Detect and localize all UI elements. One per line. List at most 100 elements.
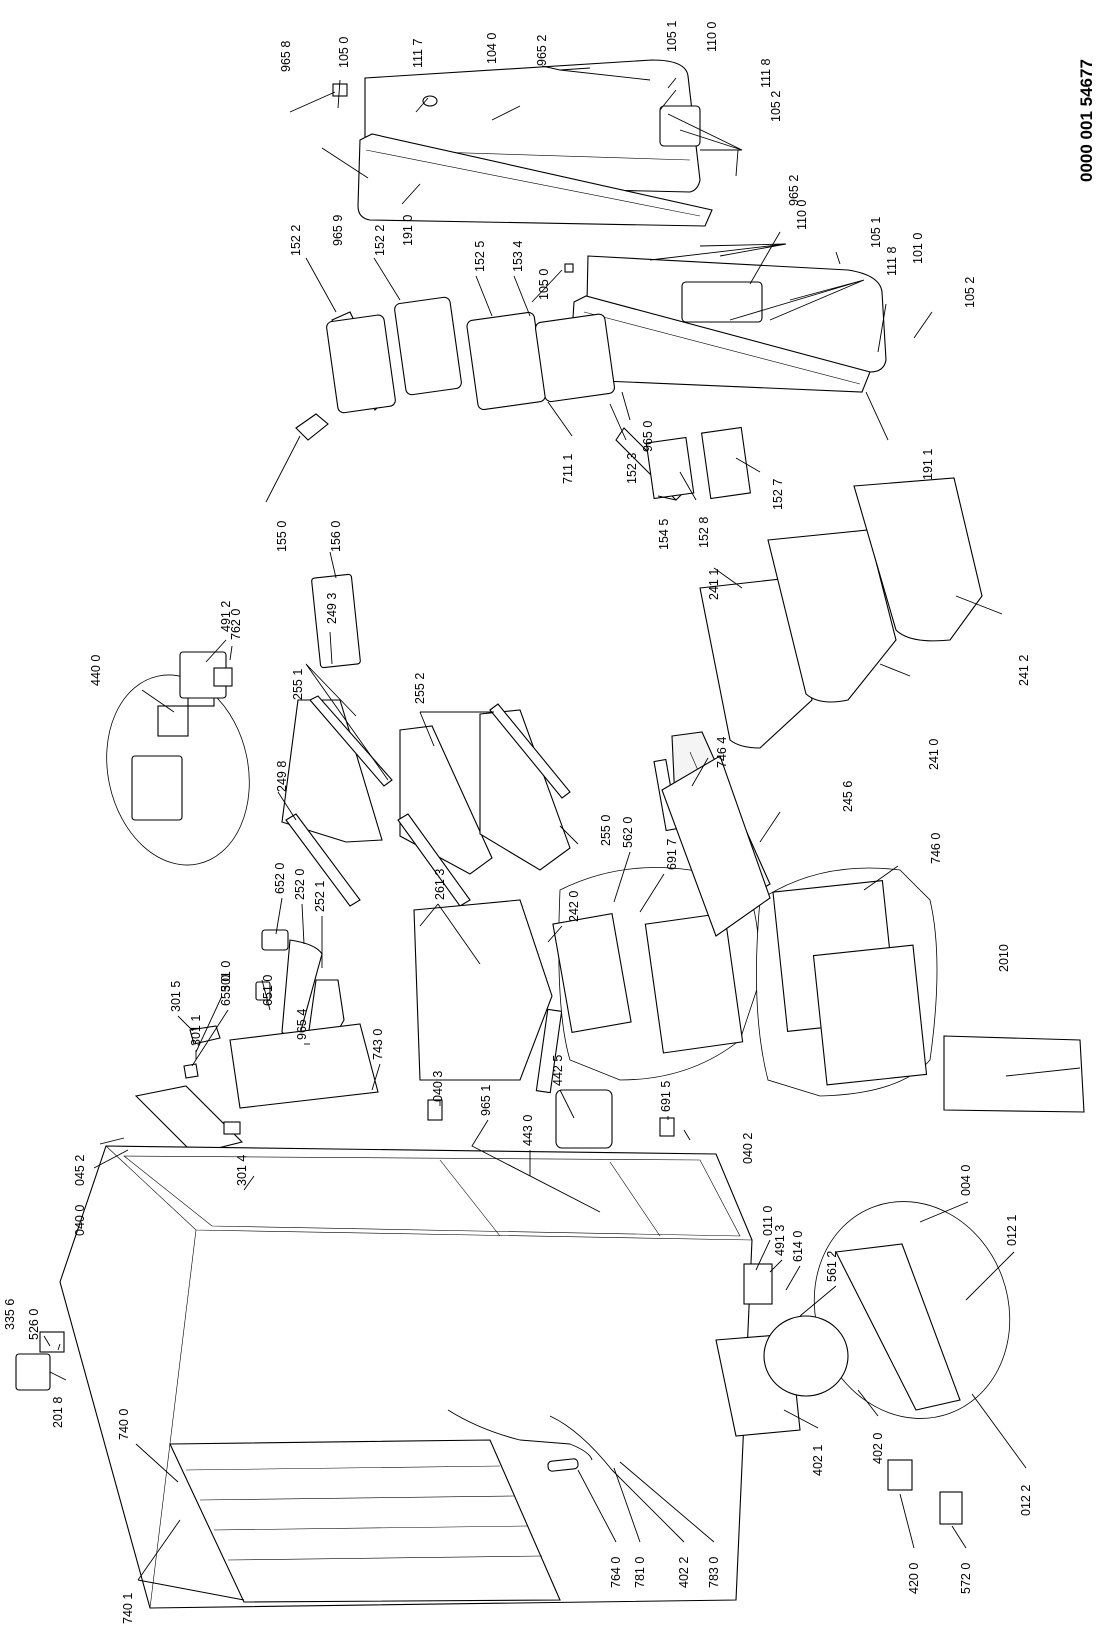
label-651-0: 651 0 — [261, 975, 275, 1006]
crisper-drawer-3 — [853, 477, 983, 642]
label-781-0: 781 0 — [633, 1557, 647, 1588]
label-965-9: 965 9 — [331, 215, 345, 246]
label-045-2: 045 2 — [73, 1155, 87, 1186]
label-155-0: 155 0 — [275, 521, 289, 552]
label-965-4: 965 4 — [295, 1009, 309, 1040]
label-491-2: 491 2 — [219, 601, 233, 632]
door-handle-top — [659, 105, 701, 147]
door-gasket-top — [357, 133, 713, 227]
label-241-1: 241 1 — [707, 569, 721, 600]
label-255-0: 255 0 — [599, 815, 613, 846]
label-152-7: 152 7 — [771, 479, 785, 510]
label-2010: 2010 — [997, 944, 1011, 972]
door-balcony-2 — [394, 296, 462, 396]
label-420-0: 420 0 — [907, 1563, 921, 1594]
label-191-1: 191 1 — [921, 449, 935, 480]
label-402-2: 402 2 — [677, 1557, 691, 1588]
label-691-5: 691 5 — [659, 1081, 673, 1112]
label-252-0: 252 0 — [293, 869, 307, 900]
shelf-trim-1 — [309, 695, 393, 787]
label-105-2b: 105 2 — [963, 277, 977, 308]
label-526-0: 526 0 — [27, 1309, 41, 1340]
label-104-0: 104 0 — [485, 33, 499, 64]
glass-shelf-3 — [479, 709, 571, 871]
label-004-0: 004 0 — [959, 1165, 973, 1196]
label-402-0: 402 0 — [871, 1433, 885, 1464]
label-301-5: 301 5 — [169, 981, 183, 1012]
label-249-3: 249 3 — [325, 593, 339, 624]
label-783-0: 783 0 — [707, 1557, 721, 1588]
label-152-8: 152 8 — [697, 517, 711, 548]
label-562-0: 562 0 — [621, 817, 635, 848]
label-040-2: 040 2 — [741, 1133, 755, 1164]
label-101-0: 101 0 — [911, 233, 925, 264]
label-110-0: 110 0 — [705, 22, 719, 52]
label-746-4: 746 4 — [715, 737, 729, 768]
label-153-4: 153 4 — [511, 241, 525, 272]
label-152-2: 152 2 — [289, 225, 303, 256]
label-965-0: 965 0 — [641, 421, 655, 452]
label-105-2: 105 2 — [769, 91, 783, 122]
label-011-0: 011 0 — [761, 1206, 775, 1236]
rear-cover — [943, 1035, 1085, 1113]
condenser — [169, 1439, 561, 1603]
label-655-0: 655 0 — [219, 975, 233, 1006]
label-249-8: 249 8 — [275, 761, 289, 792]
bottle-rack — [466, 311, 546, 411]
label-105-1: 105 1 — [665, 21, 679, 52]
shelf-trim-3 — [397, 813, 471, 907]
label-301-1: 301 1 — [189, 1015, 203, 1046]
label-012-1: 012 1 — [1005, 1215, 1019, 1246]
label-746-0: 746 0 — [929, 833, 943, 864]
crisper-drawer-2 — [767, 529, 897, 703]
label-572-0: 572 0 — [959, 1563, 973, 1594]
label-241-0: 241 0 — [927, 739, 941, 770]
label-040-0: 040 0 — [73, 1205, 87, 1236]
crisper-drawer-1 — [699, 577, 813, 749]
bottom-hinge — [15, 1353, 51, 1391]
label-241-2: 241 2 — [1017, 655, 1031, 686]
label-152-3: 152 3 — [625, 453, 639, 484]
leader-lines — [43, 65, 1081, 1601]
drawing-code: 0000 001 54677 — [1077, 59, 1096, 182]
label-255-2: 255 2 — [413, 673, 427, 704]
label-561-2: 561 2 — [825, 1251, 839, 1282]
label-201-8: 201 8 — [51, 1397, 65, 1428]
egg-holder — [295, 413, 329, 441]
label-764-0: 764 0 — [609, 1557, 623, 1588]
label-614-0: 614 0 — [791, 1231, 805, 1262]
label-335-6: 335 6 — [3, 1299, 17, 1330]
part-shapes — [15, 59, 1085, 1609]
label-242-0: 242 0 — [567, 891, 581, 922]
butter-lid — [311, 573, 361, 669]
door-plug — [422, 95, 438, 107]
label-301-4: 301 4 — [235, 1155, 249, 1186]
label-652-0: 652 0 — [273, 863, 287, 894]
label-245-6: 245 6 — [841, 781, 855, 812]
label-711-1: 711 1 — [561, 454, 575, 484]
label-105-0b: 105 0 — [537, 269, 551, 300]
relay — [887, 1459, 913, 1491]
label-440-0: 440 0 — [89, 655, 103, 686]
label-252-1: 252 1 — [313, 881, 327, 912]
label-965-2b: 965 2 — [787, 175, 801, 206]
label-040-3: 040 3 — [431, 1071, 445, 1102]
fan-motor — [555, 1089, 613, 1149]
label-762-0: 762 0 — [229, 609, 243, 640]
label-442-5: 442 5 — [551, 1055, 565, 1086]
label-111-8: 111 8 — [759, 59, 773, 88]
label-012-2: 012 2 — [1019, 1485, 1033, 1516]
shelf-trim-2 — [285, 813, 361, 907]
cabinet-liner — [123, 1155, 741, 1237]
label-152-2b: 152 2 — [373, 225, 387, 256]
label-743-0: 743 0 — [371, 1029, 385, 1060]
air-duct — [229, 1023, 379, 1109]
freezer-drawer — [413, 899, 553, 1081]
label-402-1: 402 1 — [811, 1445, 825, 1476]
label-110-0b: 110 0 — [795, 200, 809, 230]
label-965-8: 965 8 — [279, 41, 293, 72]
shelf-trim-4 — [489, 703, 571, 799]
lamp-socket — [261, 929, 289, 951]
starter — [939, 1491, 963, 1525]
